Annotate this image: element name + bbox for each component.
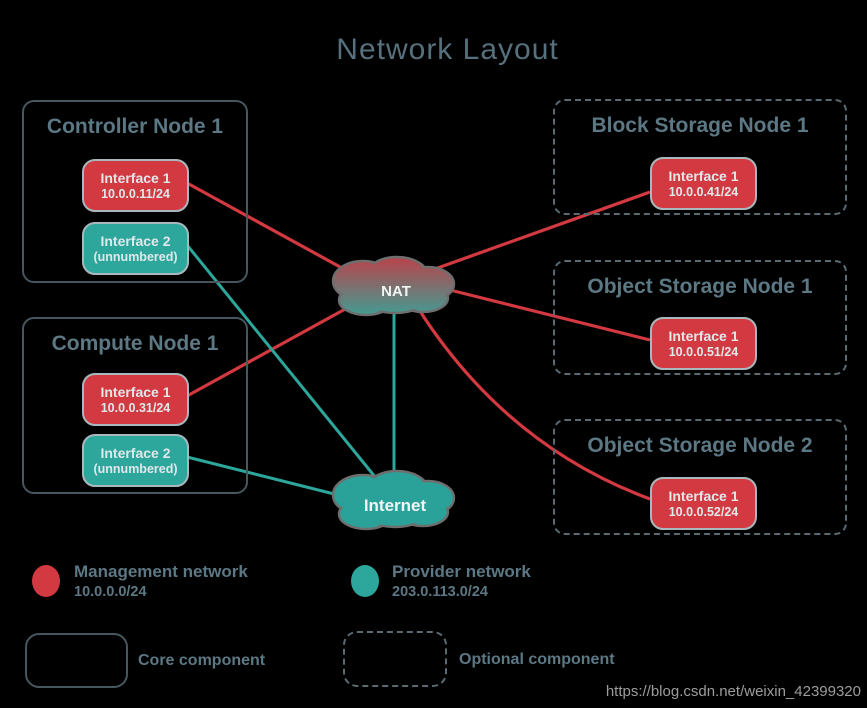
internet-cloud-label: Internet xyxy=(364,496,427,515)
interface-address: 10.0.0.31/24 xyxy=(100,400,171,415)
link-controller-if2-internet xyxy=(185,244,382,484)
node-compute-title: Compute Node 1 xyxy=(51,332,219,355)
interface-address: 10.0.0.52/24 xyxy=(668,504,739,519)
interface-address: 10.0.0.11/24 xyxy=(101,186,170,201)
provider-network-label: Provider network xyxy=(392,562,531,581)
compute-interface-2: Interface 2 (unnumbered) xyxy=(82,434,189,487)
interface-label: Interface 1 xyxy=(100,383,171,400)
interface-address: 10.0.0.51/24 xyxy=(668,344,739,359)
interface-label: Interface 1 xyxy=(100,169,171,186)
node-object-storage-2-title: Object Storage Node 2 xyxy=(587,434,813,457)
core-component-label: Core component xyxy=(138,652,266,669)
node-object-storage-1: Object Storage Node 1 Interface 1 10.0.0… xyxy=(553,260,847,375)
node-controller-title: Controller Node 1 xyxy=(46,115,224,138)
controller-interface-2: Interface 2 (unnumbered) xyxy=(82,222,189,275)
interface-label: Interface 2 xyxy=(100,444,171,461)
link-controller-if1-nat xyxy=(186,181,363,281)
watermark: https://blog.csdn.net/weixin_42399320 xyxy=(605,683,861,700)
management-network-subnet: 10.0.0.0/24 xyxy=(74,584,147,600)
diagram-title: Network Layout xyxy=(336,33,559,66)
node-object-storage-2: Object Storage Node 2 Interface 1 10.0.0… xyxy=(553,419,847,535)
block-storage-1-interface-1: Interface 1 10.0.0.41/24 xyxy=(650,157,757,210)
interface-label: Interface 1 xyxy=(668,487,739,504)
interface-address: (unnumbered) xyxy=(93,249,178,264)
link-nat-object-storage1-if1 xyxy=(449,288,651,342)
node-controller: Controller Node 1 Interface 1 10.0.0.11/… xyxy=(22,100,248,283)
link-nat-object-storage2-if1 xyxy=(416,307,651,501)
optional-component-swatch xyxy=(343,631,447,687)
node-compute: Compute Node 1 Interface 1 10.0.0.31/24 … xyxy=(22,317,248,494)
compute-interface-1: Interface 1 10.0.0.31/24 xyxy=(82,373,189,426)
object-storage-1-interface-1: Interface 1 10.0.0.51/24 xyxy=(650,317,757,370)
optional-component-label: Optional component xyxy=(459,651,615,668)
node-block-storage-1-title: Block Storage Node 1 xyxy=(591,114,809,137)
interface-label: Interface 1 xyxy=(668,167,739,184)
interface-address: (unnumbered) xyxy=(93,461,178,476)
controller-interface-1: Interface 1 10.0.0.11/24 xyxy=(82,159,189,212)
object-storage-2-interface-1: Interface 1 10.0.0.52/24 xyxy=(650,477,757,530)
provider-network-swatch xyxy=(351,565,379,597)
management-network-label: Management network xyxy=(74,562,248,581)
interface-address: 10.0.0.41/24 xyxy=(668,184,739,199)
link-nat-block-storage-if1 xyxy=(431,190,651,272)
interface-label: Interface 1 xyxy=(668,327,739,344)
node-block-storage-1: Block Storage Node 1 Interface 1 10.0.0.… xyxy=(553,99,847,215)
provider-network-subnet: 203.0.113.0/24 xyxy=(392,584,488,600)
internet-cloud: Internet xyxy=(331,469,456,531)
interface-label: Interface 2 xyxy=(100,232,171,249)
link-compute-if2-internet xyxy=(186,455,347,499)
management-network-swatch xyxy=(32,565,60,597)
provider-network-links xyxy=(185,244,396,499)
nat-cloud: NAT xyxy=(331,255,456,317)
nat-cloud-label: NAT xyxy=(381,283,411,300)
node-object-storage-1-title: Object Storage Node 1 xyxy=(587,275,813,298)
core-component-swatch xyxy=(25,633,128,688)
